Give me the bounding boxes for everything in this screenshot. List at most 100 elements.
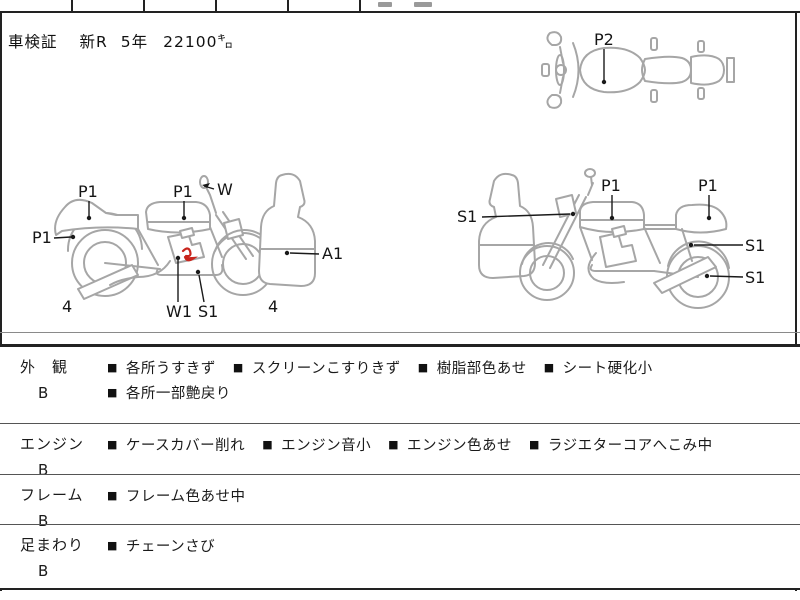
front-leader [481, 213, 571, 218]
label-p1-tank: P1 [173, 182, 193, 201]
tail-top [690, 54, 725, 86]
cutoff-divider [215, 0, 217, 12]
condition-item: ■ラジエターコアへこみ中 [529, 434, 713, 455]
front-wheel [519, 245, 575, 301]
label-p1-tail: P1 [78, 182, 98, 201]
section-label: 足まわり [20, 536, 85, 554]
rear-wheel-grade: 4 [62, 297, 72, 316]
condition-row-frame: フレーム B ■ フレーム色あせ中 [0, 474, 800, 530]
condition-row-undercarriage: 足まわり B ■ チェーンさび [0, 524, 800, 588]
front-fender [521, 242, 574, 265]
condition-item: ■ シート硬化小 [544, 357, 653, 378]
bullet-square-icon: ■ [417, 361, 429, 374]
tail-seat [675, 203, 728, 234]
condition-item: ■各所一部艶戻り [107, 382, 231, 403]
condition-text: 各所一部艶戻り [125, 386, 231, 402]
frame-lines [104, 226, 223, 270]
handlebar-top [559, 46, 564, 94]
condition-text: フレーム色あせ中 [125, 489, 246, 505]
condition-text: エンジン音小 [281, 438, 372, 454]
condition-text: 各所うすきず [125, 361, 216, 377]
left-view-line-art [54, 172, 316, 300]
label-p1-rear-fender: P1 [32, 228, 52, 247]
condition-item: ■樹脂部色あせ [418, 357, 527, 378]
mirror-right-top [546, 94, 563, 109]
label-s1-muffler: S1 [745, 268, 765, 287]
condition-item: ■スクリーンこすりきず [233, 357, 401, 378]
handlebar [205, 186, 217, 214]
rear-tip [726, 57, 735, 83]
engine-w-dot [175, 255, 181, 261]
cutoff-text-remnant [378, 2, 392, 7]
condition-row-engine: エンジン B ■ケースカバー削れ■エンジン音小■エンジン色あせ■ラジエターコアへ… [0, 423, 800, 479]
section-grade: B [38, 562, 49, 580]
label-p1-seat: P1 [698, 176, 718, 195]
year-value: 5年 [120, 33, 149, 51]
detached-cowl [258, 172, 316, 287]
doc-label: 車検証 [8, 33, 58, 51]
foot-peg [697, 87, 705, 100]
seat-dot [706, 215, 712, 221]
row-head: エンジン B [0, 424, 107, 479]
condition-text: ケースカバー削れ [125, 438, 246, 454]
bullet-square-icon: ■ [529, 438, 540, 451]
condition-row-exterior: 外 観 B ■各所うすきず■スクリーンこすりきず■樹脂部色あせ■シート硬化小■各… [0, 347, 800, 423]
front-wheel-rim [222, 243, 264, 285]
mirror-left-top [546, 31, 563, 46]
front-dot [570, 211, 576, 217]
red-damage-mark [181, 247, 198, 262]
front-hub [555, 64, 567, 76]
label-s1-shock: S1 [745, 236, 765, 255]
condition-items: ■ チェーンさび [107, 525, 792, 556]
exhaust-pipe [587, 252, 625, 284]
bullet-square-icon: ■ [107, 489, 118, 502]
cutoff-divider [359, 0, 361, 12]
carburetor [611, 225, 627, 238]
condition-item: ■ チェーンさび [107, 535, 215, 556]
bullet-square-icon: ■ [107, 361, 118, 374]
cutoff-header-row [0, 0, 800, 13]
condition-text: エンジン色あせ [407, 438, 512, 454]
motorcycle-top-view-diagram: P2 [541, 30, 735, 109]
bullet-square-icon: ■ [107, 539, 118, 552]
exhaust-pipe [109, 260, 171, 286]
rear-wheel [71, 229, 139, 297]
label-s1-front: S1 [457, 207, 477, 226]
frame-bottom [589, 264, 655, 272]
row-head: フレーム B [0, 475, 107, 530]
bullet-square-icon: ■ [388, 438, 399, 451]
registration-value: 新R [79, 33, 108, 51]
muffler-leader [709, 275, 744, 278]
seat-line [643, 224, 677, 230]
section-grade: B [38, 512, 49, 530]
row-head: 外 観 B [0, 347, 107, 402]
condition-text: チェーンさび [125, 539, 216, 555]
fuel-tank-top [579, 46, 646, 94]
bullet-square-icon: ■ [232, 361, 244, 374]
section-label: 外 観 [20, 358, 69, 376]
condition-item: ■ フレーム色あせ中 [107, 485, 245, 506]
cutoff-divider [143, 0, 145, 12]
cutoff-text-remnant [414, 2, 432, 7]
headlight [555, 194, 577, 218]
front-tip [541, 63, 550, 77]
carburetor [179, 227, 195, 239]
cutoff-divider [71, 0, 73, 12]
bullet-square-icon: ■ [543, 361, 555, 374]
document-header: 車検証 新R 5年 22100㌔ [8, 30, 234, 52]
tail-seat [54, 198, 139, 236]
section-label: エンジン [20, 435, 85, 453]
p2-pointer-dot [601, 79, 607, 85]
condition-text: シート硬化小 [562, 361, 653, 377]
label-p1-tank: P1 [601, 176, 621, 195]
sheet-left-border [0, 0, 2, 591]
section-grade: B [38, 384, 49, 402]
shock-dot [688, 242, 694, 248]
foot-peg [697, 40, 705, 53]
engine-s-dot [195, 269, 201, 275]
section-label: フレーム [20, 486, 84, 504]
frame-lines [579, 226, 699, 278]
tank-dot [609, 215, 615, 221]
section-grade: B [38, 461, 49, 479]
